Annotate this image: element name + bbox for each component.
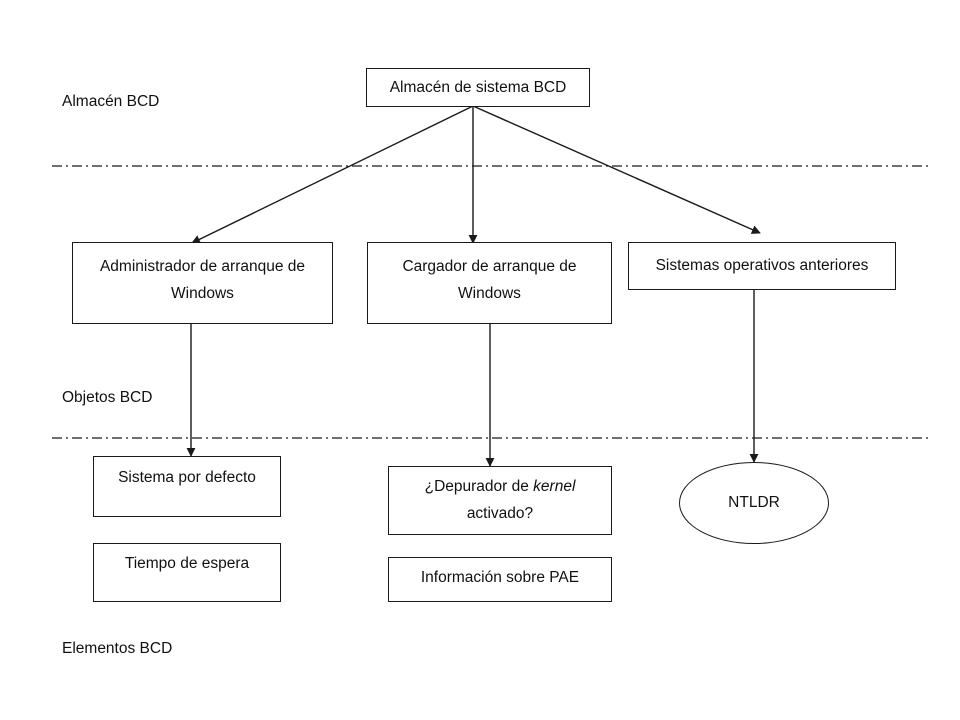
arrow-root-to-boot-manager [191,105,474,244]
node-boot-manager-line2: Windows [171,285,234,302]
arrow-root-to-legacy-os [472,105,761,234]
node-timeout-label: Tiempo de espera [124,555,250,572]
node-default-system: Sistema por defecto [93,456,281,517]
node-legacy-os: Sistemas operativos anteriores [628,242,896,290]
node-kernel-debugger-line1: ¿Depurador de kernel [425,473,576,500]
node-boot-manager: Administrador de arranque de Windows [72,242,333,324]
node-kernel-debugger-prefix: ¿Depurador de [424,478,534,495]
node-legacy-os-label: Sistemas operativos anteriores [655,257,869,274]
node-timeout: Tiempo de espera [93,543,281,602]
node-pae-info: Información sobre PAE [388,557,612,602]
node-ntldr: NTLDR [679,462,829,544]
level-label-objects: Objetos BCD [62,389,153,406]
node-pae-info-label: Información sobre PAE [420,569,580,586]
node-boot-loader-line1: Cargador de arranque de [402,258,577,275]
level-label-store: Almacén BCD [62,93,160,110]
node-ntldr-label: NTLDR [728,494,780,511]
node-boot-loader-line2: Windows [458,285,521,302]
node-system-store-label: Almacén de sistema BCD [389,79,567,96]
node-kernel-debugger: ¿Depurador de kernel activado? [388,466,612,535]
node-default-system-label: Sistema por defecto [118,469,256,486]
level-label-elements: Elementos BCD [62,640,173,657]
node-system-store: Almacén de sistema BCD [366,68,590,107]
node-kernel-debugger-line2: activado? [466,505,534,522]
node-kernel-debugger-emphasis: kernel [533,478,576,495]
node-boot-manager-line1: Administrador de arranque de [99,258,306,275]
node-boot-loader: Cargador de arranque de Windows [367,242,612,324]
